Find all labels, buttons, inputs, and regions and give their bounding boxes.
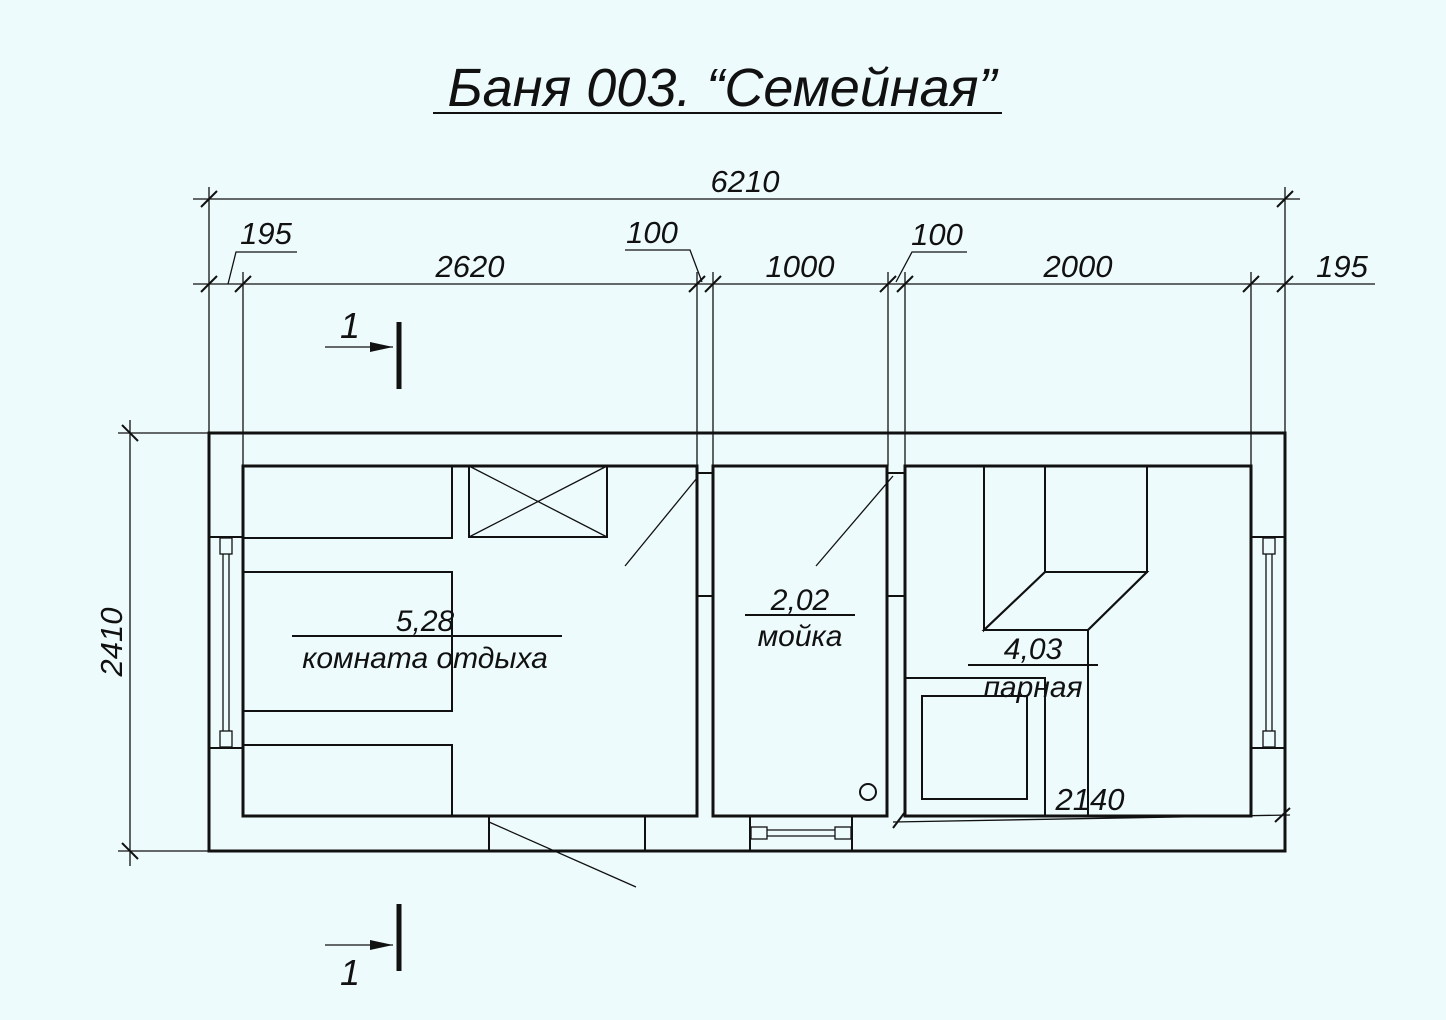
dim-room1-width: 2620 <box>435 249 505 284</box>
table <box>242 571 453 712</box>
washroom-furniture <box>815 475 894 801</box>
bench-bottom <box>242 744 453 817</box>
steam-room-furniture: 2140 <box>892 465 1291 829</box>
room-label-wash: 2,02 мойка <box>745 584 855 653</box>
shelf-right <box>1087 465 1252 817</box>
dim-room2-width: 1000 <box>766 249 835 284</box>
room-label-steam: 4,03 парная <box>968 633 1098 704</box>
dim-room3-width: 2000 <box>1043 249 1113 284</box>
room-area: 5,28 <box>396 605 455 638</box>
section-label-bottom: 1 <box>340 952 360 993</box>
shelf-left <box>983 465 1046 633</box>
floor-drain <box>859 783 877 801</box>
overall-width-dimension: 6210 <box>193 164 1300 432</box>
room-name: парная <box>983 671 1082 704</box>
dim-left-wall: 195 <box>240 216 292 251</box>
room-area: 4,03 <box>1004 633 1063 666</box>
dim-partition2: 100 <box>911 217 963 252</box>
dim-partition1: 100 <box>626 215 678 250</box>
room-area: 2,02 <box>770 584 830 617</box>
shelf-upper <box>1044 465 1148 573</box>
bench-top <box>242 465 453 539</box>
section-label-top: 1 <box>340 305 360 346</box>
door-swing-room1 <box>624 477 698 567</box>
chain-dimension: 195 2620 100 1000 100 2000 195 <box>193 215 1375 466</box>
room-label-rest: 5,28 комната отдыха <box>292 605 562 675</box>
window-right <box>1251 536 1285 749</box>
shelf-step <box>981 571 1150 631</box>
dim-steam-room-depth: 2140 <box>1055 782 1125 817</box>
room-name: комната отдыха <box>302 642 548 675</box>
window-bottom <box>749 816 853 851</box>
dim-right-wall: 195 <box>1316 249 1368 284</box>
section-mark-bottom: 1 <box>325 904 402 993</box>
rest-room-furniture <box>242 465 698 817</box>
cabinet <box>468 465 608 538</box>
stove <box>921 695 1028 800</box>
dim-overall-width: 6210 <box>711 164 780 199</box>
depth-dimension: 2410 <box>94 420 236 866</box>
window-left <box>209 536 243 749</box>
door-swing-room2 <box>815 475 894 567</box>
stove-enclosure <box>905 677 1046 816</box>
section-mark-top: 1 <box>325 305 402 389</box>
room-name: мойка <box>758 620 843 653</box>
drawing-title: Баня 003. “Семейная” <box>448 58 999 118</box>
entrance-door <box>488 816 646 888</box>
dim-overall-depth: 2410 <box>94 608 129 678</box>
